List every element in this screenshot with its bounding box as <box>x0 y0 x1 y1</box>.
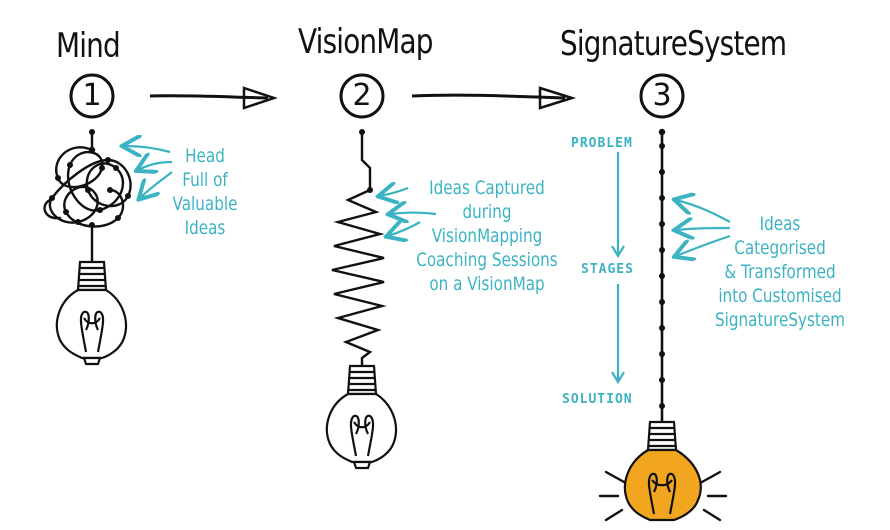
label-solution: SOLUTION <box>562 392 633 407</box>
step-1-title: Mind <box>56 26 120 66</box>
step-3-title: SignatureSystem <box>560 24 786 64</box>
note-line: & Transformed <box>708 260 852 284</box>
note-line: Ideas <box>161 216 249 240</box>
arrow-1-to-2 <box>150 88 274 108</box>
wire-knots <box>49 129 131 228</box>
note-line: Ideas Captured <box>411 176 563 200</box>
step-3-number: 3 <box>642 76 682 116</box>
note-line: Head <box>161 144 249 168</box>
note-line: Full of <box>161 168 249 192</box>
step-1-number: 1 <box>72 76 112 116</box>
arrow-2-to-3 <box>412 88 572 108</box>
tangled-wire <box>45 132 131 262</box>
step-2-title: VisionMap <box>298 22 433 62</box>
note-line: Coaching Sessions <box>411 248 563 272</box>
bulb-3-lit <box>625 422 701 520</box>
note-line: into Customised <box>708 284 852 308</box>
step-2-note: Ideas Captured during VisionMapping Coac… <box>411 176 563 296</box>
note-line: on a VisionMap <box>411 272 563 296</box>
note-line: SignatureSystem <box>708 308 852 332</box>
bulb-2 <box>327 366 396 468</box>
note-line: VisionMapping <box>411 224 563 248</box>
step-1-note: Head Full of Valuable Ideas <box>161 144 249 240</box>
label-stages: STAGES <box>581 262 634 277</box>
spring-wire <box>332 132 384 366</box>
note-line: during <box>411 200 563 224</box>
bulb-1 <box>57 262 126 364</box>
step-3-note: Ideas Categorised & Transformed into Cus… <box>708 212 852 332</box>
note-line: Categorised <box>708 236 852 260</box>
note-line: Ideas <box>708 212 852 236</box>
note-line: Valuable <box>161 192 249 216</box>
step-2-number: 2 <box>342 76 382 116</box>
label-problem: PROBLEM <box>571 136 633 151</box>
